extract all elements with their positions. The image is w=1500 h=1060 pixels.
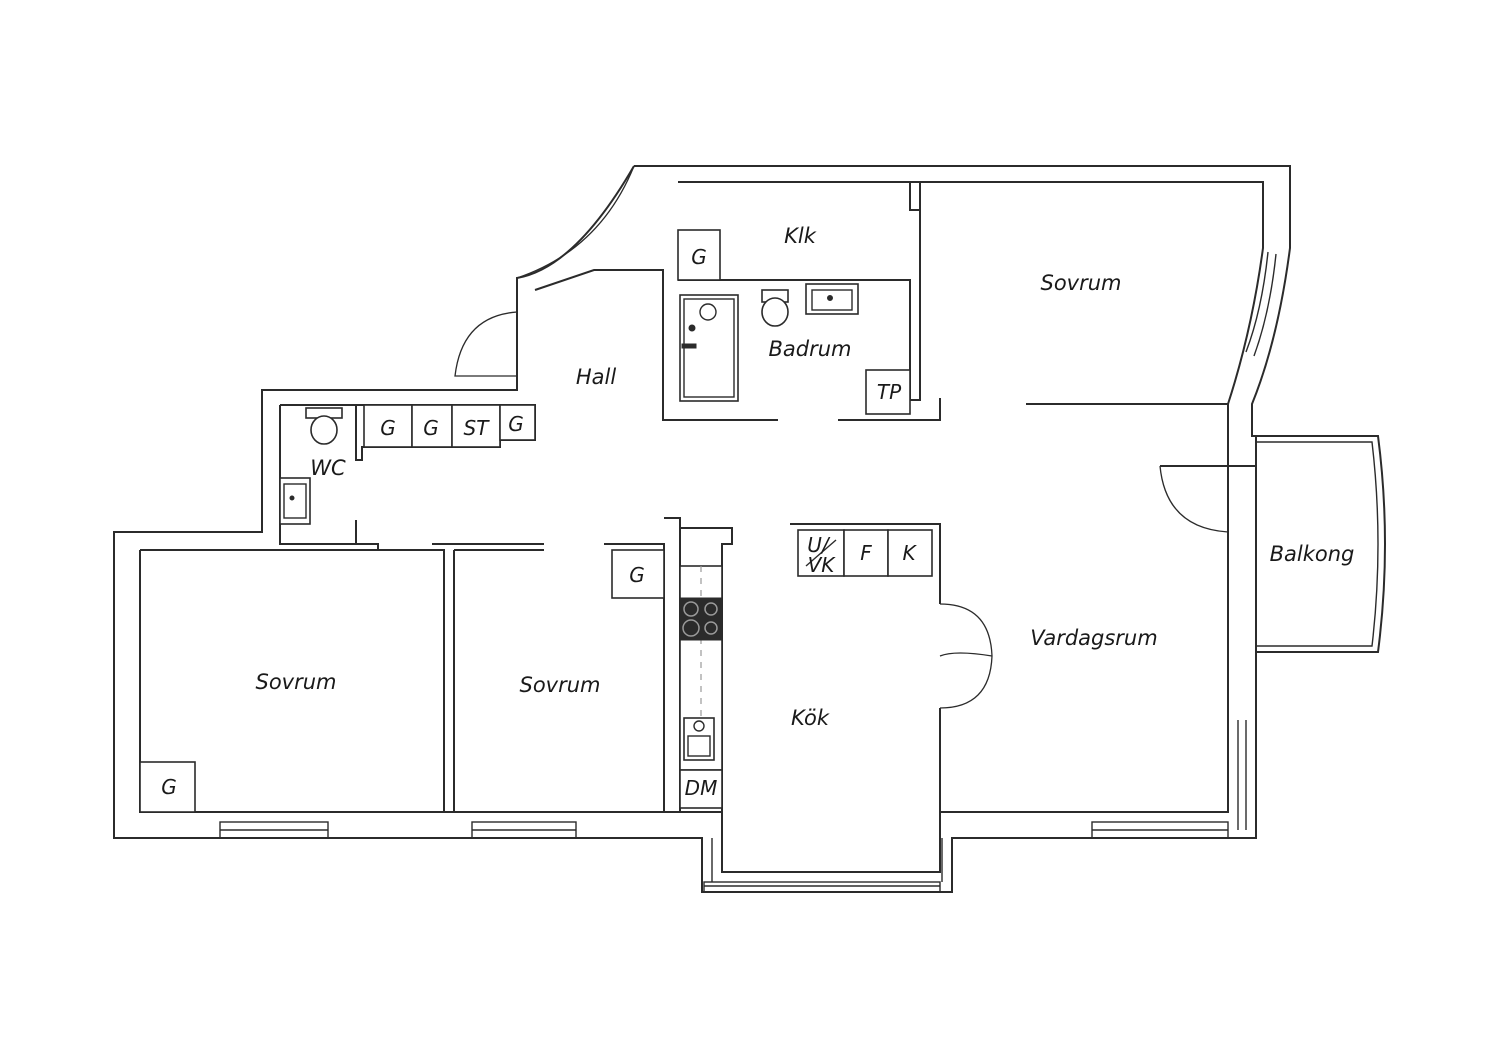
- fixture-labels: G TP G G ST G G U/ VK F K DM G: [161, 245, 917, 800]
- balcony: [1256, 435, 1386, 653]
- label-klk: Klk: [784, 224, 817, 248]
- label-sovrum-c: Sovrum: [519, 673, 600, 697]
- label-vardagsrum: Vardagsrum: [1030, 626, 1157, 650]
- label-g-klk: G: [691, 245, 707, 269]
- label-dm: DM: [685, 776, 718, 800]
- label-balkong: Balkong: [1270, 542, 1355, 566]
- label-g-storage-2: G: [423, 416, 439, 440]
- doors: [454, 165, 1229, 709]
- label-uvk-top: U/: [807, 533, 831, 557]
- label-g-storage-3: G: [508, 412, 524, 436]
- label-hall: Hall: [576, 365, 616, 389]
- label-sovrum-ne: Sovrum: [1040, 271, 1121, 295]
- label-wc: WC: [310, 456, 346, 480]
- room-labels: Klk Sovrum Badrum Hall WC Sovrum Sovrum …: [255, 224, 1354, 730]
- label-k: K: [902, 541, 917, 565]
- label-uvk-bottom: VK: [808, 553, 837, 577]
- windows: [219, 251, 1277, 893]
- label-sovrum-w: Sovrum: [255, 670, 336, 694]
- fixtures: [139, 229, 933, 813]
- label-tp: TP: [877, 380, 902, 404]
- label-badrum: Badrum: [768, 337, 851, 361]
- label-g-sovrum-c: G: [629, 563, 645, 587]
- label-g-sovrum-w: G: [161, 775, 177, 799]
- label-kok: Kök: [791, 706, 830, 730]
- label-st: ST: [464, 416, 491, 440]
- label-g-storage-1: G: [380, 416, 396, 440]
- label-f: F: [860, 541, 872, 565]
